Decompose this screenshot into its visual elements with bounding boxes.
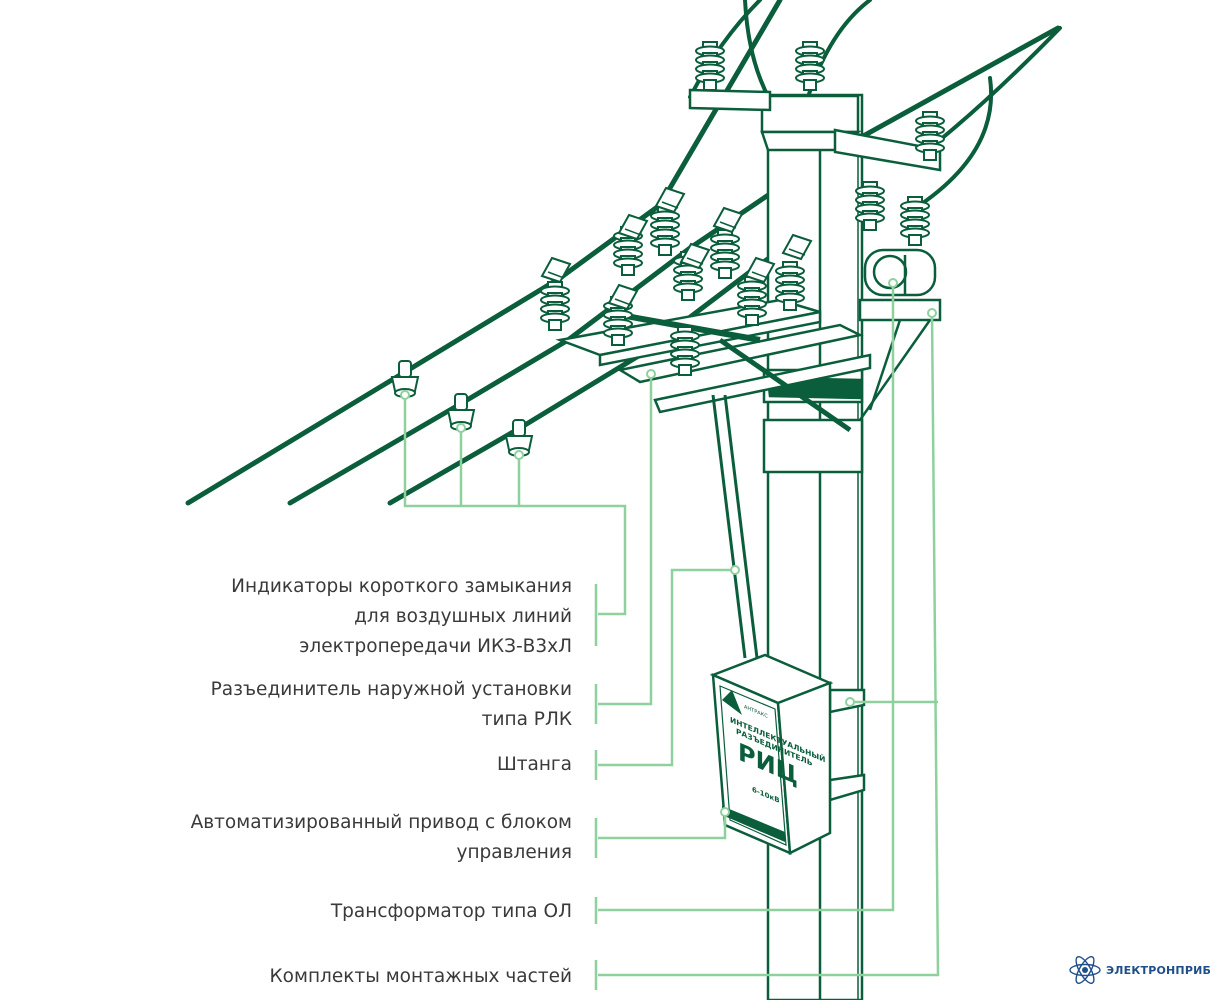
wire-right-2	[918, 76, 994, 207]
label-disconnector-line2: типа РЛК	[481, 709, 572, 730]
label-indicators-line2: для воздушных линий	[354, 606, 572, 627]
callout-dots	[400, 278, 937, 817]
pole	[760, 93, 864, 1000]
label-disconnector-line1: Разъединитель наружной установки	[210, 679, 572, 700]
label-drive: Автоматизированный привод с блоком управ…	[191, 808, 572, 868]
transformer	[858, 248, 942, 421]
label-indicators-line3: электропередачи ИКЗ-В3хЛ	[299, 636, 572, 657]
brand-name: ЭЛЕКТРОНПРИБОР	[1106, 963, 1210, 977]
label-rod-line1: Штанга	[496, 754, 572, 775]
atom-icon	[1069, 956, 1101, 984]
label-mounting: Комплекты монтажных частей	[270, 962, 572, 992]
label-drive-line1: Автоматизированный привод с блоком	[190, 812, 572, 833]
wire-top-1	[688, 0, 762, 99]
rod	[711, 394, 759, 659]
label-indicators-line1: Индикаторы короткого замыкания	[231, 576, 572, 597]
label-transformer: Трансформатор типа ОЛ	[331, 897, 572, 927]
top-crossarm	[688, 88, 942, 172]
brand-logo: ЭЛЕКТРОНПРИБОР	[1068, 952, 1210, 988]
label-drive-line2: управления	[456, 842, 572, 863]
label-transformer-line1: Трансформатор типа ОЛ	[330, 901, 572, 922]
label-rod: Штанга	[497, 750, 572, 780]
label-mounting-line1: Комплекты монтажных частей	[269, 966, 572, 987]
callout-lines	[403, 283, 940, 990]
label-indicators: Индикаторы короткого замыкания для возду…	[231, 572, 572, 662]
drive-box	[709, 653, 834, 855]
label-disconnector: Разъединитель наружной установки типа РЛ…	[211, 675, 572, 735]
